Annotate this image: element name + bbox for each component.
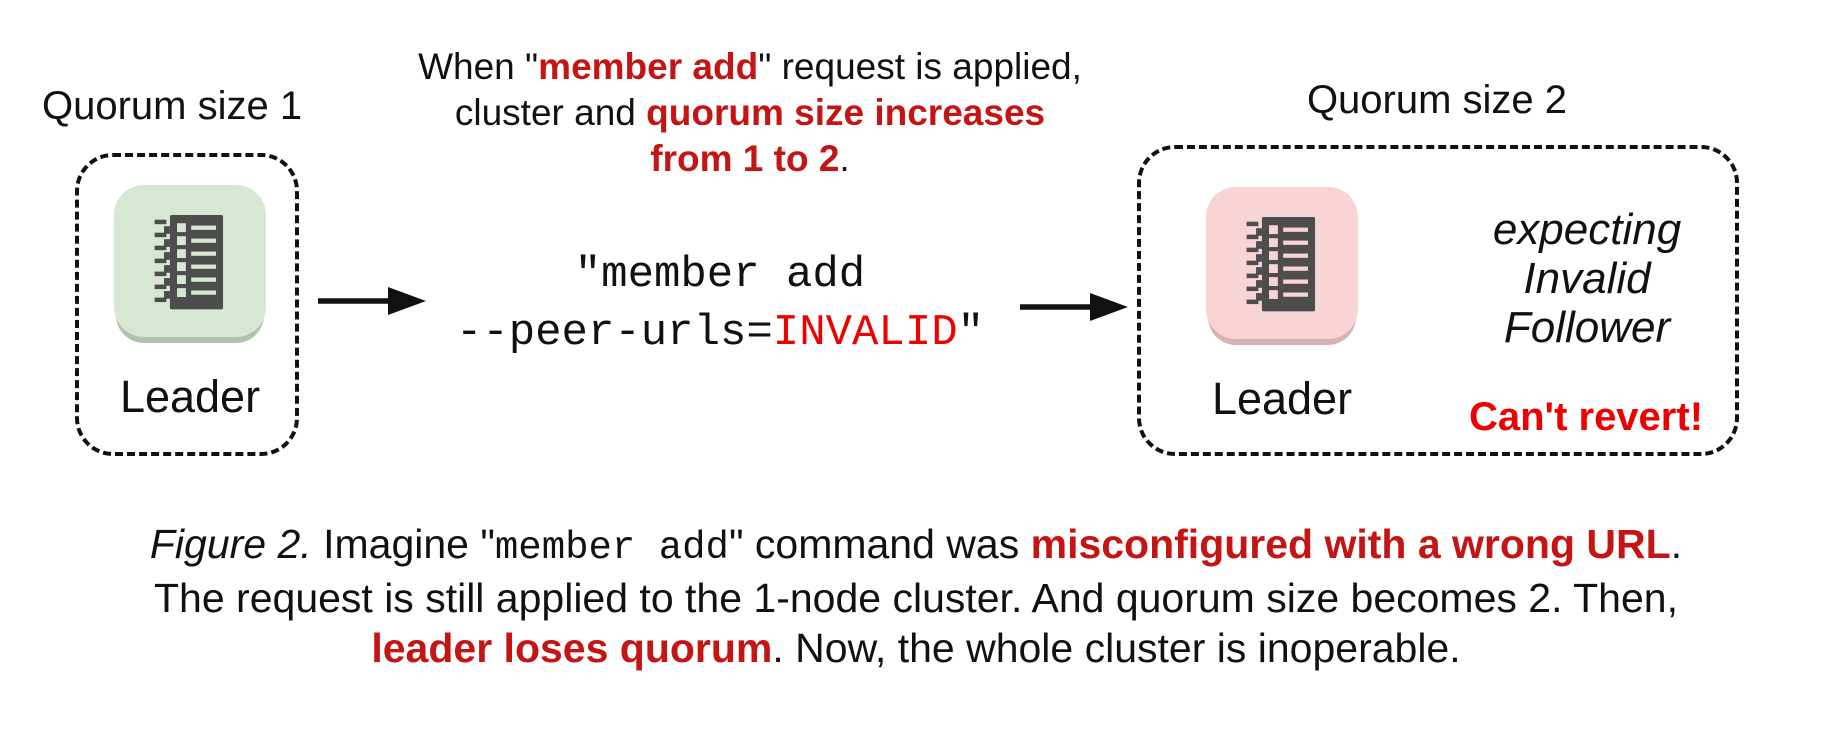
caption-line-2: The request is still applied to the 1-no… (154, 575, 1678, 621)
caption-text: . Now, the whole cluster is inoperable. (772, 625, 1461, 671)
command-flag: --peer-urls= (455, 308, 773, 358)
annotation-text: When " (418, 46, 539, 87)
arrow-right-icon (318, 287, 426, 315)
member-add-command: "member add --peer-urls=INVALID" (420, 246, 1020, 362)
command-line-2: --peer-urls=INVALID" (420, 304, 1020, 362)
expecting-invalid-follower-note: expecting Invalid Follower (1453, 205, 1721, 352)
expecting-line: Follower (1503, 303, 1671, 352)
annotation-text: . (839, 138, 850, 179)
leader-node: Leader (90, 185, 290, 423)
annotation-text: cluster and (454, 92, 647, 133)
figure-label: Figure 2. (149, 521, 312, 567)
cant-revert-warning: Can't revert! (1468, 395, 1704, 439)
etcd-server-icon (114, 185, 266, 337)
command-close-quote: " (957, 308, 985, 358)
expecting-line: expecting (1492, 205, 1682, 254)
caption-emphasis: misconfigured with a wrong URL (1030, 521, 1671, 567)
command-line-1: "member add (574, 250, 866, 300)
right-quorum-heading: Quorum size 2 (1306, 78, 1568, 122)
caption-text: " command was (728, 521, 1031, 567)
member-add-annotation: When "member add" request is applied, cl… (400, 44, 1100, 182)
annotation-text: " request is applied, (758, 46, 1082, 87)
right-cluster-box: Leader expecting Invalid Follower Can't … (1137, 145, 1739, 456)
caption-line-1: Figure 2. Imagine "member add" command w… (0, 519, 1832, 573)
expecting-line: Invalid (1523, 254, 1651, 303)
caption-emphasis: leader loses quorum (371, 625, 773, 671)
etcd-server-icon (1206, 187, 1358, 339)
leader-label: Leader (1211, 373, 1353, 424)
left-quorum-heading: Quorum size 1 (42, 84, 303, 128)
caption-text: Imagine " (311, 521, 495, 567)
arrow-right-icon (1020, 293, 1128, 321)
figure-caption: Figure 2. Imagine "member add" command w… (0, 519, 1832, 673)
annotation-emphasis: from 1 to 2 (650, 138, 840, 179)
left-cluster-box: Leader (75, 153, 299, 456)
command-invalid-value: INVALID (772, 308, 958, 358)
annotation-emphasis: quorum size increases (646, 92, 1046, 133)
annotation-emphasis: member add (538, 46, 759, 87)
caption-line-3: leader loses quorum. Now, the whole clus… (0, 623, 1832, 673)
caption-text: . (1670, 521, 1683, 567)
leader-node: Leader (1182, 187, 1382, 425)
caption-code: member add (494, 526, 729, 570)
leader-label: Leader (119, 371, 261, 422)
